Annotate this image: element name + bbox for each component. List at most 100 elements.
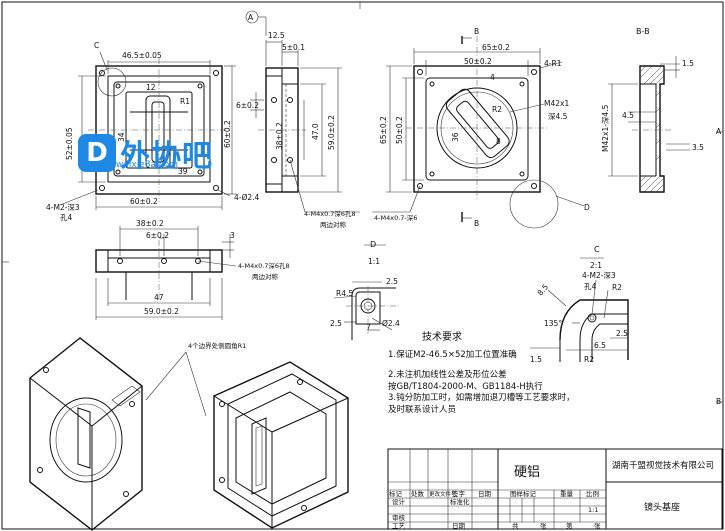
- bore-view: [372, 36, 585, 229]
- dim-c-6-5: 6.5: [594, 341, 606, 350]
- detail-d: [333, 244, 400, 340]
- tb-sign: 签字: [452, 489, 466, 498]
- dim-bore-h50: 50±0.2: [395, 116, 404, 144]
- tech-req-item-4: 3.钝分防加工时，如需增加退刀槽等工艺要求时，: [388, 393, 575, 403]
- label-top-note: 两边对称: [252, 272, 279, 281]
- watermark: D 外协吧: [78, 131, 213, 175]
- tb-count: 处数: [411, 489, 425, 498]
- dim-side-t1: 12.5: [268, 31, 285, 40]
- dim-d-2-5a: 2.5: [386, 277, 398, 286]
- label-detail-d-title: D: [370, 240, 376, 249]
- tb-company: 湖南千盟视觉技术有限公司: [612, 460, 714, 471]
- label-front-bore: 4-Ø2.4: [234, 193, 260, 202]
- dim-front-39: 39: [178, 167, 188, 176]
- tb-this: 第: [566, 521, 573, 530]
- tb-standard: 标准化: [450, 497, 470, 506]
- detail-c: [530, 257, 629, 362]
- tb-doc-no: 更改文件号: [429, 490, 457, 498]
- tb-ratio: 比例: [586, 489, 599, 498]
- dim-d-2-5b: 2.5: [330, 319, 342, 328]
- side-view: [245, 10, 360, 213]
- label-c-r2: R2: [612, 283, 622, 292]
- label-bb-thread: M42x1-深4.5: [601, 104, 610, 152]
- dim-front-w-bottom: 60±0.2: [130, 197, 158, 206]
- label-front-r1: R1: [180, 97, 190, 106]
- label-bore-m42: M42x1: [544, 99, 569, 108]
- tb-scale: 1:1: [588, 506, 598, 514]
- tech-requirements-title: 技术要求: [422, 332, 462, 343]
- dim-front-h-left: 52±0.05: [65, 127, 74, 160]
- dim-side-t2: 5±0.1: [282, 43, 305, 52]
- dim-bore-w65: 65±0.2: [482, 43, 510, 52]
- dim-d-bore: Ø2.4: [382, 319, 400, 328]
- dim-c-2-5: 2.5: [616, 329, 628, 338]
- tb-total: 共: [512, 521, 519, 530]
- dim-side-h38: 38±0.2: [275, 122, 284, 150]
- dim-bb-1-5: 1.5: [682, 59, 694, 68]
- front-view: [59, 51, 236, 210]
- dim-front-h-right: 60±0.2: [223, 120, 232, 148]
- tb-process: 工艺: [392, 522, 406, 530]
- label-section-bb: B-B: [636, 27, 650, 36]
- dim-top-d3: 3: [230, 231, 235, 240]
- label-c-hole: 孔4: [584, 282, 596, 291]
- section-bb: [608, 56, 690, 193]
- label-detail-c-scale: 2:1: [590, 261, 602, 270]
- tb-review: 审核: [392, 513, 406, 522]
- top-view: [95, 226, 237, 320]
- tb-zhang2: 张: [594, 521, 601, 530]
- dim-d-7: 7: [366, 323, 371, 332]
- label-iso-note: 4个边界处侧圆角R1: [188, 341, 246, 350]
- tb-stage: 图样标记: [510, 489, 537, 498]
- dim-bore-h65: 65±0.2: [379, 116, 388, 144]
- dim-bb-3-5: 3.5: [692, 143, 704, 152]
- label-section-b-bottom: B: [474, 219, 479, 228]
- tech-req-item-1: 1.保证M2-46.5×52加工位置准确: [388, 349, 517, 360]
- label-front-thread: 4-M2-深3: [46, 203, 80, 212]
- title-block: [387, 448, 723, 530]
- tb-mark: 标记: [389, 489, 403, 498]
- label-datum-a: A: [248, 13, 254, 22]
- label-side-note: 两边对称: [320, 220, 347, 229]
- label-border-a: A: [716, 127, 722, 136]
- label-side-thread: 4-M4x0.7深6孔8: [304, 209, 356, 218]
- dim-bore-d8: 8: [496, 137, 501, 146]
- label-section-b-top: B: [474, 27, 479, 36]
- tb-material: 硬铝: [514, 465, 540, 480]
- dim-side-h59: 59.0±0.2: [327, 115, 336, 150]
- dim-c-8-5: 8.5: [535, 282, 550, 297]
- tb-date2: 日期: [452, 522, 466, 530]
- label-detail-c-mark: C: [94, 41, 99, 50]
- label-bore-r2: R2: [492, 105, 502, 114]
- tb-zhang1: 张: [540, 521, 547, 530]
- tb-weight: 重量: [560, 490, 574, 498]
- tech-req-item-3: 按GB/T1804-2000-M、GB1184-H执行: [388, 381, 543, 392]
- label-bore-r1: 4-R1: [544, 59, 562, 68]
- dim-side-h6: 6±0.2: [236, 101, 259, 110]
- dim-front-34: 34: [117, 132, 126, 142]
- isometric-view-2: [145, 351, 349, 529]
- tech-requirements: 技术要求 1.保证M2-46.5×52加工位置准确 2.未注机加线性公差及形位公…: [388, 332, 575, 416]
- label-detail-c-title: C: [594, 245, 600, 254]
- tb-part-name: 镜头基座: [644, 501, 680, 513]
- dim-front-12: 12: [146, 83, 156, 92]
- tb-date: 日期: [478, 490, 492, 498]
- label-bore-thread: 4-M4x0.7-深6: [374, 213, 417, 222]
- label-c-r2b: R2: [584, 355, 594, 364]
- dim-top-w47: 47: [154, 293, 164, 302]
- label-detail-d-scale: 1:1: [368, 257, 380, 266]
- dim-bb-4-5: 4.5: [622, 111, 634, 120]
- dim-top-w59: 59.0±0.2: [144, 307, 179, 316]
- label-border-b: B: [716, 397, 721, 406]
- label-detail-d-mark: D: [584, 203, 590, 212]
- tech-req-item-2: 2.未注机加线性公差及形位公差: [388, 370, 507, 380]
- label-top-thread: 4-M4x0.7深6孔8: [238, 261, 290, 270]
- dim-c-angle: 135°: [544, 319, 562, 328]
- tech-req-item-5: 及时联系设计人员: [388, 404, 457, 415]
- dim-top-w6: 6±0.2: [146, 231, 169, 240]
- dim-bore-w50: 50±0.2: [464, 57, 492, 66]
- label-front-hole: 孔4: [60, 213, 72, 222]
